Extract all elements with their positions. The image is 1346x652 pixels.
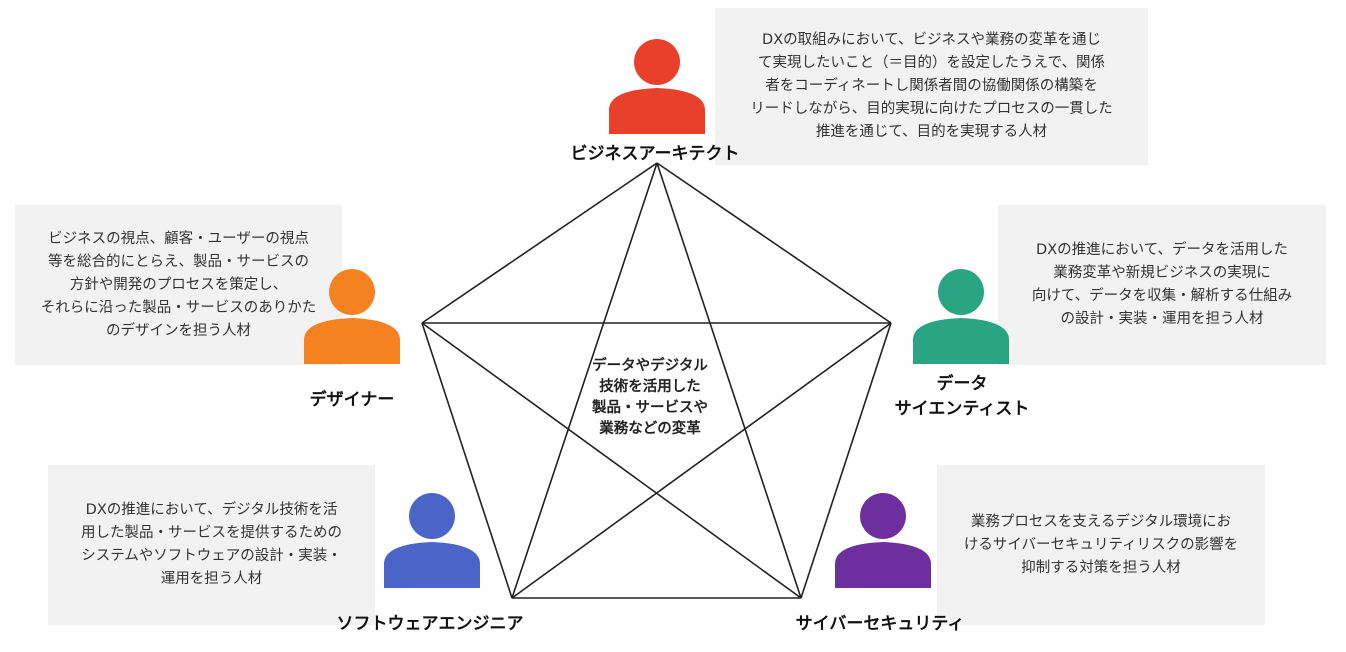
designer-person-icon <box>304 269 400 364</box>
center-text: データやデジタル 技術を活用した 製品・サービスや 業務などの変革 <box>592 358 708 437</box>
data-scientist-description: DXの推進において、データを活用した 業務変革や新規ビジネスの実現に 向けて、デ… <box>998 205 1326 365</box>
cyber-security-description: 業務プロセスを支えるデジタル環境にお けるサイバーセキュリティリスクの影響を 抑… <box>937 465 1265 625</box>
software-engineer-person-icon <box>384 493 480 588</box>
business-architect-label: ビジネスアーキテクト <box>570 144 740 164</box>
software-engineer-description: DXの推進において、デジタル技術を活 用した製品・サービスを提供するための シス… <box>48 465 375 625</box>
connector-line <box>511 322 892 599</box>
connector-line <box>421 322 513 599</box>
designer-description: ビジネスの視点、顧客・ユーザーの視点 等を総合的にとらえ、製品・サービスの 方針… <box>15 205 342 365</box>
software-engineer-label: ソフトウェアエンジニア <box>336 614 524 634</box>
connector-line <box>800 322 892 599</box>
business-architect-person-icon <box>609 39 705 134</box>
business-architect-description: DXの取組みにおいて、ビジネスや業務の変革を通じ て実現したいこと（＝目的）を設… <box>715 8 1148 165</box>
connector-line <box>421 322 802 599</box>
data-scientist-label: データ サイエンティスト <box>894 374 1030 419</box>
connector-line <box>656 162 892 324</box>
connector-line <box>511 162 658 599</box>
data-scientist-person-icon <box>913 269 1009 364</box>
connector-line <box>656 162 802 599</box>
cyber-security-person-icon <box>835 493 931 588</box>
cyber-security-label: サイバーセキュリティ <box>795 614 965 634</box>
connector-line <box>421 162 658 324</box>
designer-label: デザイナー <box>309 390 395 410</box>
